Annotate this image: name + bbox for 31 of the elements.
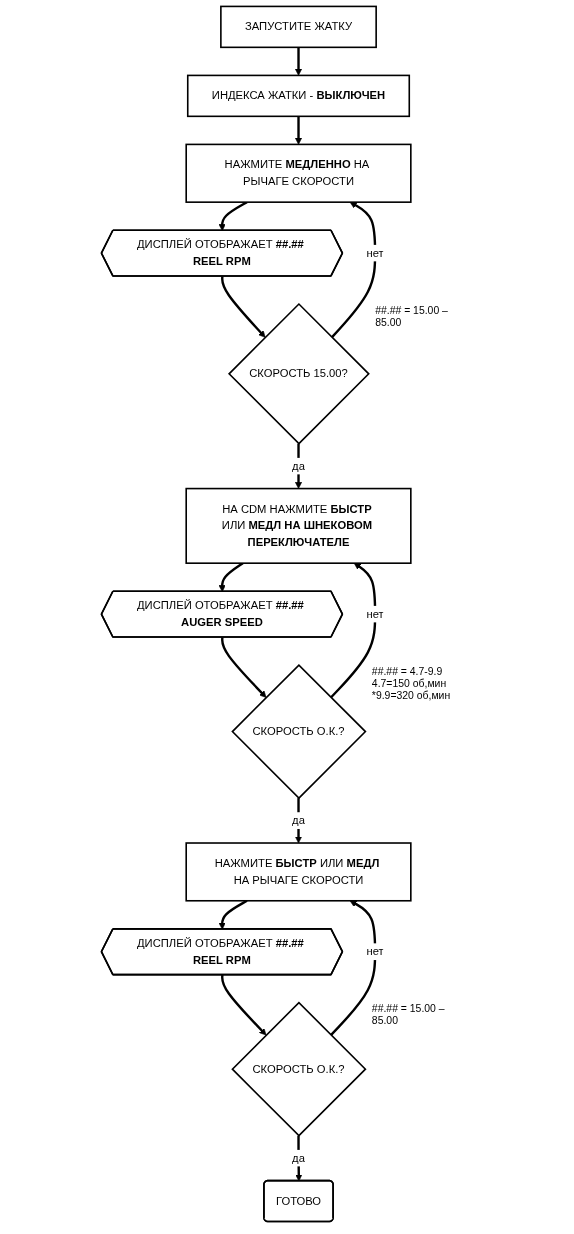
arrow [294,116,302,145]
arrow [295,1135,303,1182]
node-box: НА CDM НАЖМИТЕ БЫСТР ИЛИ МЕДЛ НА ШНЕКОВОМ ПЕРЕКЛЮЧАТЕЛЕ [185,487,412,564]
node-box: ИНДЕКСА ЖАТКИ - ВЫКЛЮЧЕН [186,74,410,118]
arrow [218,201,248,231]
annotation-text: ##.## = 4.7-9.9 4.7=150 об,мин *9.9=320 об,мин [371,665,451,702]
node-box: ЗАПУСТИТЕ ЖАТКУ [219,5,377,49]
edge-label: нет [366,944,384,958]
node-diamond: СКОРОСТЬ О.К.? [231,663,367,800]
annotation-text: ##.## = 15.00 – 85.00 [374,304,449,329]
arrow [220,637,267,698]
arrow [330,201,377,339]
edge-label: да [291,1151,305,1165]
arrow [329,562,377,699]
edge-label: нет [366,246,384,260]
arrow [294,47,302,76]
arrow [220,974,267,1036]
edge-label: да [291,459,305,473]
annotation-text: ##.## = 15.00 – 85.00 [371,1002,446,1027]
edge-label: да [291,813,305,827]
arrow [218,562,244,592]
arrow [294,798,302,844]
arrow [220,276,266,338]
node-box: НАЖМИТЕ МЕДЛЕННО НА РЫЧАГЕ СКОРОСТИ [185,143,412,203]
node-box: НАЖМИТЕ БЫСТР ИЛИ МЕДЛ НА РЫЧАГЕ СКОРОСТИ [185,842,412,902]
arrow [329,900,377,1036]
arrow [218,899,248,930]
node-diamond: СКОРОСТЬ О.К.? [231,1001,367,1137]
node-diamond: СКОРОСТЬ 15.00? [227,302,370,445]
edge-label: нет [366,607,384,621]
arrow [294,443,302,489]
